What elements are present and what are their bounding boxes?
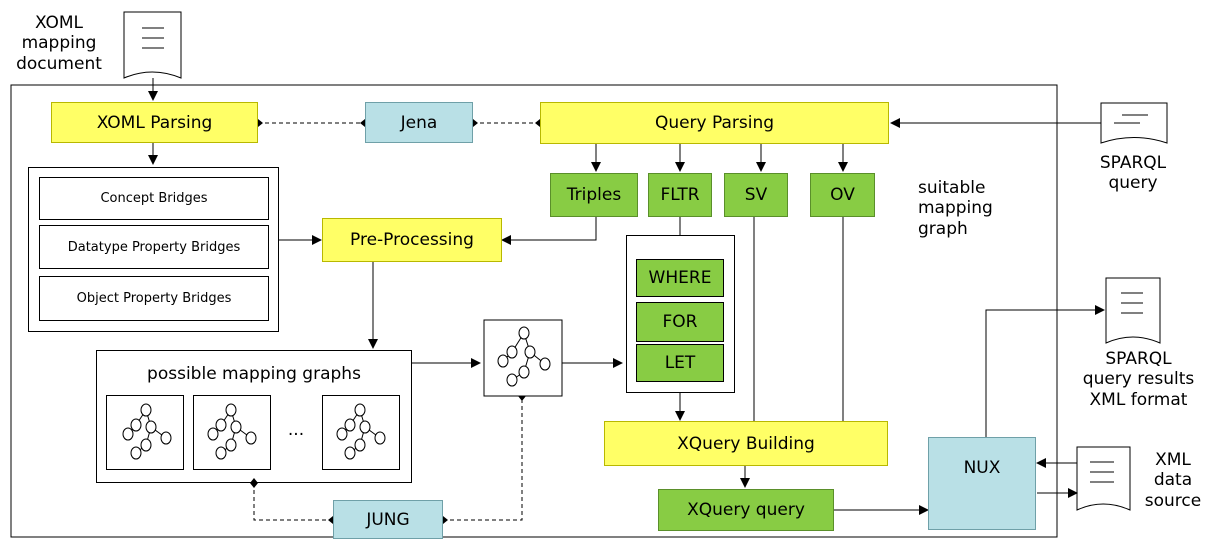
- system-frame: [10, 84, 1058, 538]
- xml-source-label: XML data source: [1144, 450, 1202, 511]
- xquery-query-box: XQuery query: [658, 489, 834, 531]
- sv-box: SV: [724, 173, 788, 217]
- fltr-box: FLTR: [648, 173, 712, 217]
- query-parsing-box: Query Parsing: [540, 102, 889, 144]
- jung-box: JUNG: [333, 500, 443, 539]
- where-clause-box: WHERE: [636, 259, 724, 297]
- let-clause-box: LET: [636, 344, 724, 382]
- xoml-parsing-box: XOML Parsing: [51, 102, 258, 143]
- ov-box: OV: [810, 173, 875, 217]
- graph-frame-3: [322, 395, 400, 470]
- tree-icon-suitable: [497, 326, 551, 387]
- xoml-document-label: XOML mapping document: [16, 13, 102, 74]
- possible-graphs-label: possible mapping graphs: [147, 364, 361, 384]
- nux-box: NUX: [928, 437, 1036, 530]
- graph-frame-1: [106, 395, 184, 470]
- document-icon-xml-source: [1076, 446, 1131, 511]
- jena-box: Jena: [365, 102, 473, 143]
- xquery-building-box: XQuery Building: [604, 421, 888, 466]
- datatype-property-bridges-box: Datatype Property Bridges: [39, 225, 269, 269]
- tree-icon-2: [207, 403, 257, 460]
- graph-frame-2: [193, 395, 271, 470]
- pre-processing-box: Pre-Processing: [322, 218, 502, 262]
- document-icon-sparql-query: [1100, 102, 1168, 144]
- document-icon-sparql-results: [1105, 277, 1161, 344]
- suitable-graph-label: suitable mapping graph: [918, 178, 993, 239]
- object-property-bridges-box: Object Property Bridges: [39, 276, 269, 321]
- tree-icon-1: [122, 403, 172, 460]
- tree-icon-3: [336, 403, 386, 460]
- possible-graphs-group: [96, 350, 412, 483]
- concept-bridges-box: Concept Bridges: [39, 177, 269, 220]
- document-icon-xoml: [123, 11, 182, 79]
- ellipsis: ...: [287, 420, 305, 440]
- sparql-results-label: SPARQL query results XML format: [1082, 349, 1195, 410]
- sparql-query-label: SPARQL query: [1099, 153, 1167, 194]
- for-clause-box: FOR: [636, 302, 724, 342]
- triples-box: Triples: [550, 173, 638, 217]
